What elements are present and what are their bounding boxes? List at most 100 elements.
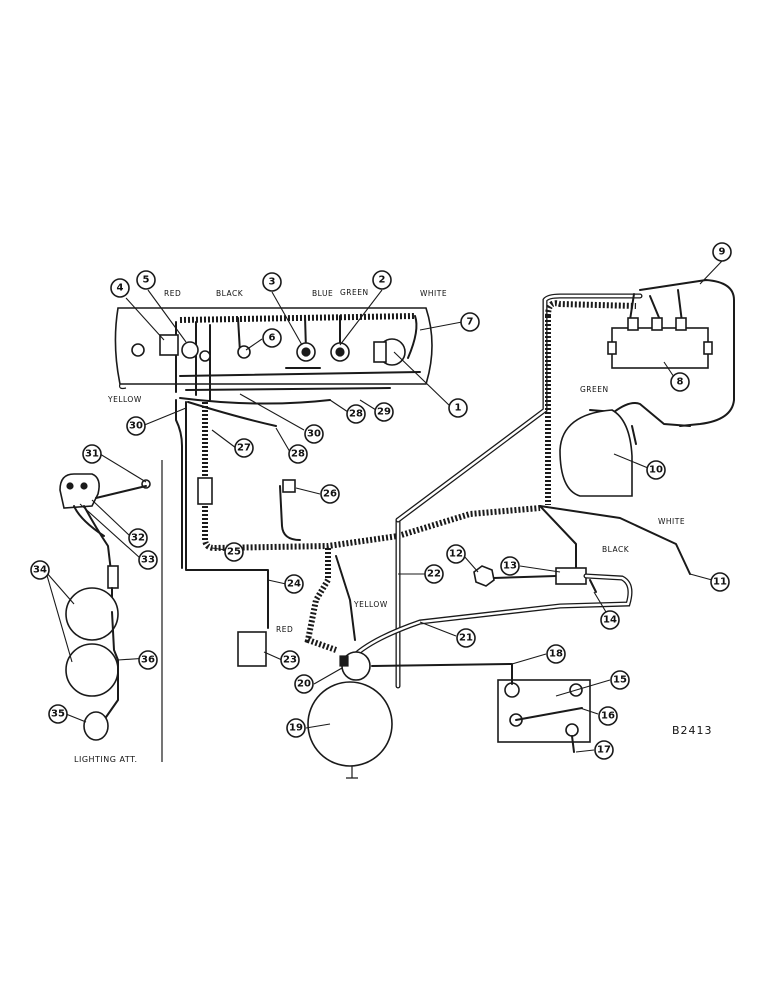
callout-28a: 28 [346, 404, 366, 424]
callout-16: 16 [598, 706, 618, 726]
svg-text:5: 5 [143, 275, 150, 286]
callout-1: 1 [448, 398, 468, 418]
svg-text:35: 35 [51, 709, 65, 720]
svg-text:16: 16 [601, 711, 615, 722]
callout-28b: 28 [288, 444, 308, 464]
callout-10: 10 [646, 460, 666, 480]
svg-text:22: 22 [427, 569, 441, 580]
wire-label-black-top: BLACK [216, 289, 244, 298]
wire-label-white-right: WHITE [658, 517, 685, 526]
generator [559, 409, 633, 497]
drawing-number: B2413 [672, 724, 713, 737]
svg-text:17: 17 [597, 745, 611, 756]
callout-33: 33 [138, 550, 158, 570]
svg-text:19: 19 [289, 723, 303, 734]
voltage-regulator [607, 317, 713, 369]
callout-14: 14 [600, 610, 620, 630]
svg-text:6: 6 [269, 333, 276, 344]
callout-34: 34 [30, 560, 50, 580]
svg-text:21: 21 [459, 633, 473, 644]
callout-8: 8 [670, 372, 690, 392]
svg-text:23: 23 [283, 655, 297, 666]
svg-text:31: 31 [85, 449, 99, 460]
svg-text:10: 10 [649, 465, 663, 476]
wire-label-yellow-left: YELLOW [107, 395, 142, 404]
callout-4: 4 [110, 278, 130, 298]
svg-text:34: 34 [33, 565, 47, 576]
callout-23: 23 [280, 650, 300, 670]
callout-32: 32 [128, 528, 148, 548]
wire-labels: RED BLACK BLUE GREEN WHITE YELLOW GREEN … [107, 288, 685, 634]
callout-5: 5 [136, 270, 156, 290]
callout-30b: 30 [304, 424, 324, 444]
callout-31: 31 [82, 444, 102, 464]
wire-label-yellow-low: YELLOW [353, 600, 388, 609]
svg-text:26: 26 [323, 489, 337, 500]
svg-text:1: 1 [455, 403, 462, 414]
callout-11: 11 [710, 572, 730, 592]
svg-text:27: 27 [237, 443, 251, 454]
wire-label-red-top: RED [164, 289, 181, 298]
wire-label-white-top: WHITE [420, 289, 447, 298]
callout-29: 29 [374, 402, 394, 422]
svg-text:12: 12 [449, 549, 463, 560]
svg-text:30: 30 [129, 421, 143, 432]
callouts: 1 2 3 4 5 6 7 8 9 10 11 12 13 14 15 16 1… [30, 242, 732, 760]
callout-13: 13 [500, 556, 520, 576]
callout-21: 21 [456, 628, 476, 648]
callout-25: 25 [224, 542, 244, 562]
svg-text:2: 2 [379, 275, 386, 286]
callout-18: 18 [546, 644, 566, 664]
svg-text:24: 24 [287, 579, 301, 590]
callout-12: 12 [446, 544, 466, 564]
callout-26: 26 [320, 484, 340, 504]
callout-20: 20 [294, 674, 314, 694]
svg-text:9: 9 [719, 247, 726, 258]
svg-text:11: 11 [713, 577, 727, 588]
wire-label-green-top: GREEN [340, 288, 369, 297]
svg-text:36: 36 [141, 655, 155, 666]
battery [371, 663, 591, 753]
callout-7: 7 [460, 312, 480, 332]
callout-15: 15 [610, 670, 630, 690]
svg-text:29: 29 [377, 407, 391, 418]
svg-text:28: 28 [291, 449, 305, 460]
lighting-attachment-caption: LIGHTING ATT. [74, 755, 138, 764]
leader-lines [45, 260, 723, 753]
wire-label-black-right: BLACK [602, 545, 630, 554]
svg-text:15: 15 [613, 675, 627, 686]
wire-label-blue-top: BLUE [312, 289, 333, 298]
svg-text:33: 33 [141, 555, 155, 566]
lighting-attachment [59, 460, 163, 762]
callout-17: 17 [594, 740, 614, 760]
main-harness [175, 399, 541, 653]
wire-label-green-mid: GREEN [580, 385, 609, 394]
svg-text:13: 13 [503, 561, 517, 572]
callout-9: 9 [712, 242, 732, 262]
callout-6: 6 [262, 328, 282, 348]
callout-35: 35 [48, 704, 68, 724]
svg-text:20: 20 [297, 679, 311, 690]
callout-36: 36 [138, 650, 158, 670]
svg-text:32: 32 [131, 533, 145, 544]
wire-label-red-low: RED [276, 625, 293, 634]
callout-27: 27 [234, 438, 254, 458]
horn-and-switch [347, 565, 633, 663]
callout-3: 3 [262, 272, 282, 292]
right-side-wires [395, 279, 735, 689]
callout-24: 24 [284, 574, 304, 594]
callout-22: 22 [424, 564, 444, 584]
svg-text:25: 25 [227, 547, 241, 558]
svg-text:7: 7 [467, 317, 474, 328]
svg-text:3: 3 [269, 277, 276, 288]
svg-text:8: 8 [677, 377, 684, 388]
callout-2: 2 [372, 270, 392, 290]
svg-text:18: 18 [549, 649, 563, 660]
svg-text:30: 30 [307, 429, 321, 440]
starter-motor [307, 651, 393, 779]
callout-30a: 30 [126, 416, 146, 436]
svg-text:4: 4 [117, 283, 124, 294]
svg-text:14: 14 [603, 615, 617, 626]
ignition-switch [237, 631, 267, 667]
